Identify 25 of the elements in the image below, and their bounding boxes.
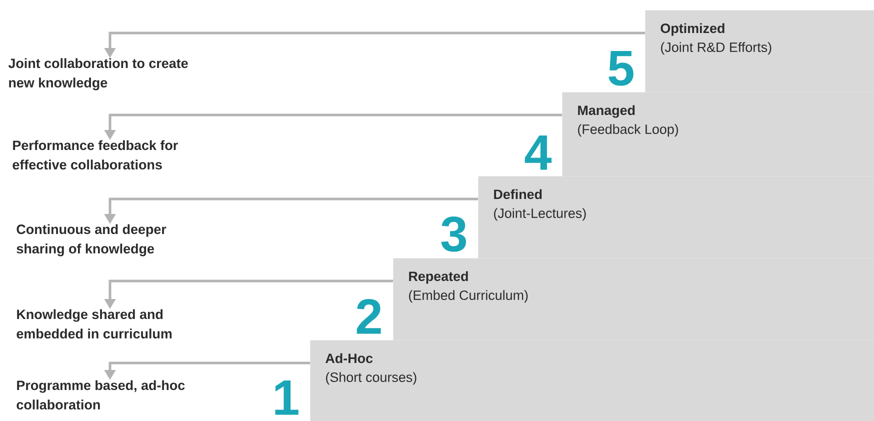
node-label: (Joint R&D Efforts) xyxy=(661,42,772,55)
node-label: Optimized xyxy=(660,23,724,36)
description-text: Performance feedback for effective collaborations xyxy=(12,140,178,170)
description-text: Programme based, ad-hoc collaboration xyxy=(16,380,185,410)
description-text: Joint collaboration to create new knowledge xyxy=(8,58,188,90)
node-label: (Short courses) xyxy=(326,372,416,385)
step-number: 1 xyxy=(275,380,298,415)
node-label: Repeated xyxy=(409,271,468,284)
node-label: Defined xyxy=(494,189,542,200)
step-number: 2 xyxy=(356,299,381,334)
stair-step: Ad-Hoc (Short courses) xyxy=(310,340,874,421)
step-number: 5 xyxy=(608,51,634,86)
node-label: Managed xyxy=(578,105,635,118)
stair-step: Optimized (Joint R&D Efforts) xyxy=(645,10,874,92)
step-number: 4 xyxy=(524,136,552,170)
step-number: 3 xyxy=(441,216,466,252)
description-text: Continuous and deeper sharing of knowledge xyxy=(16,224,166,256)
node-label: (Embed Curriculum) xyxy=(409,290,528,303)
stair-step: Defined (Joint-Lectures) xyxy=(478,176,874,258)
node-label: Ad-Hoc xyxy=(326,353,373,364)
stair-step: Managed (Feedback Loop) xyxy=(562,92,874,176)
node-label: (Feedback Loop) xyxy=(578,124,678,137)
node-label: (Joint-Lectures) xyxy=(494,208,586,221)
description-text: Knowledge shared and embedded in curriculum xyxy=(16,309,172,338)
stair-step: Repeated (Embed Curriculum) xyxy=(393,258,874,340)
